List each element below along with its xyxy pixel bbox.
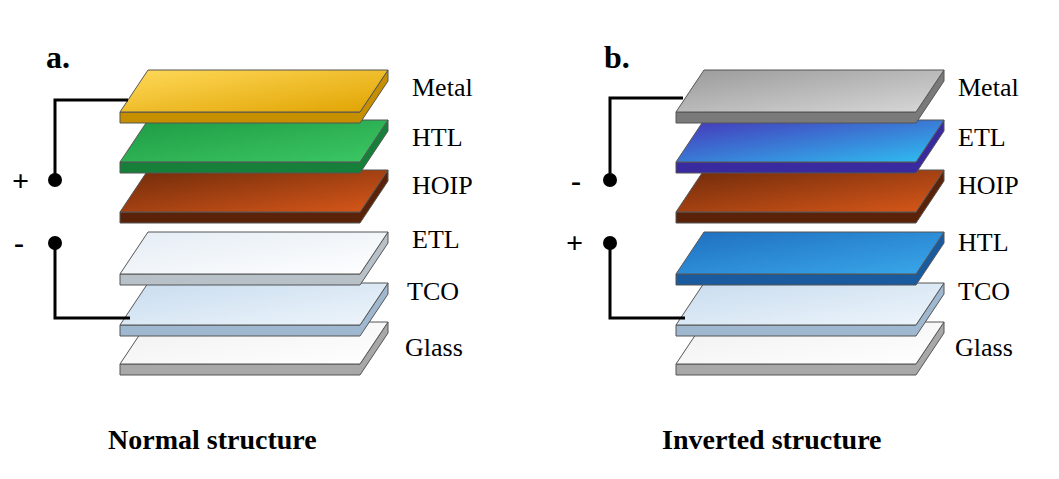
layer-plate (676, 232, 944, 274)
layer-name: TCO (407, 278, 459, 307)
panel-caption: Inverted structure (662, 425, 882, 456)
layer-name: Glass (405, 334, 463, 363)
layer-side (120, 70, 388, 123)
layer-plate (676, 170, 944, 212)
layer-name: HTL (958, 229, 1009, 258)
layer-plate (120, 283, 388, 325)
layer-plate (676, 283, 944, 325)
layer-name: HTL (412, 124, 463, 153)
layer-side (676, 170, 944, 223)
panel-letter: b. (604, 40, 630, 75)
layer-name: HOIP (958, 172, 1019, 201)
layer-plate (120, 170, 388, 212)
layer-name: Metal (958, 74, 1019, 103)
layer-name: Glass (955, 334, 1013, 363)
polarity-sign: + (566, 226, 583, 259)
polarity-sign: - (571, 164, 581, 197)
layer-side (676, 283, 944, 336)
panel-letter: a. (46, 40, 70, 75)
layer-side (676, 120, 944, 173)
layer-plate (676, 70, 944, 112)
layer-side (120, 283, 388, 336)
layer-name: ETL (958, 124, 1006, 153)
layer-plate (120, 70, 388, 112)
layer-side (120, 170, 388, 223)
layer-name: Metal (412, 74, 473, 103)
layer-side (120, 120, 388, 173)
layer-side (120, 232, 388, 285)
layer-plate (120, 120, 388, 162)
layer-side (676, 232, 944, 285)
panel-caption: Normal structure (108, 425, 317, 456)
polarity-sign: - (14, 226, 24, 259)
layer-plate (676, 120, 944, 162)
layer-name: TCO (958, 278, 1010, 307)
layer-plate (120, 232, 388, 274)
layer-name: HOIP (412, 172, 473, 201)
layer-name: ETL (412, 226, 460, 255)
polarity-sign: + (12, 164, 29, 197)
layer-side (676, 70, 944, 123)
